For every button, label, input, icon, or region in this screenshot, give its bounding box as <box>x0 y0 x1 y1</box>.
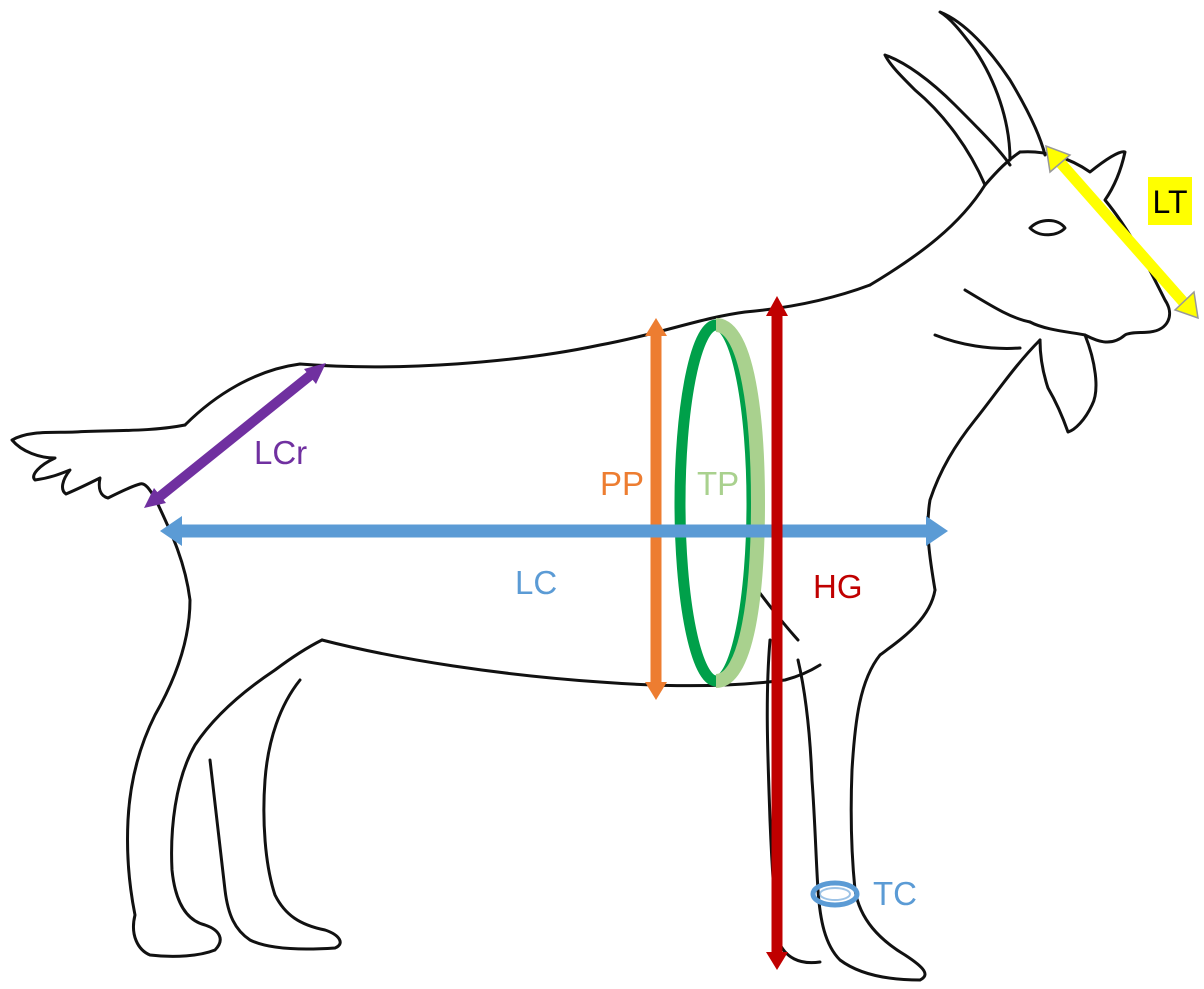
goat-eye <box>1030 221 1065 235</box>
tc-ring-inner <box>820 888 850 900</box>
tp-ellipse <box>680 325 758 681</box>
goat-tail <box>12 425 185 498</box>
hg-arrow-head-bottom <box>766 952 788 970</box>
lcr-label: LCr <box>254 434 307 471</box>
lt-arrow <box>1046 146 1198 318</box>
lc-arrow <box>160 516 948 546</box>
goat-neck <box>870 152 1020 285</box>
goat-horn-front <box>940 12 1045 160</box>
lc-label: LC <box>515 564 557 601</box>
lt-label: LT <box>1153 184 1188 220</box>
goat-cheek <box>935 335 1020 348</box>
pp-arrow <box>645 318 667 700</box>
goat-front-leg-front <box>798 590 935 980</box>
hg-arrow <box>766 296 788 970</box>
goat-outline <box>12 12 1170 980</box>
tp-label: TP <box>697 465 739 502</box>
goat-head <box>1020 152 1170 342</box>
tc-label: TC <box>873 875 917 912</box>
hg-label: HG <box>813 568 863 605</box>
goat-beard <box>1040 335 1096 432</box>
pp-arrow-head-bottom <box>645 682 667 700</box>
goat-hind-leg-inner <box>210 680 340 949</box>
tc-ring <box>813 883 857 905</box>
lc-arrow-head-left <box>160 516 182 546</box>
lc-arrow-head-right <box>926 516 948 546</box>
goat-back <box>185 285 870 425</box>
goat-chest <box>928 340 1040 590</box>
goat-jaw <box>965 290 1030 322</box>
pp-label: PP <box>600 465 644 502</box>
goat-horn-back <box>885 55 1010 185</box>
pp-arrow-head-top <box>645 318 667 336</box>
